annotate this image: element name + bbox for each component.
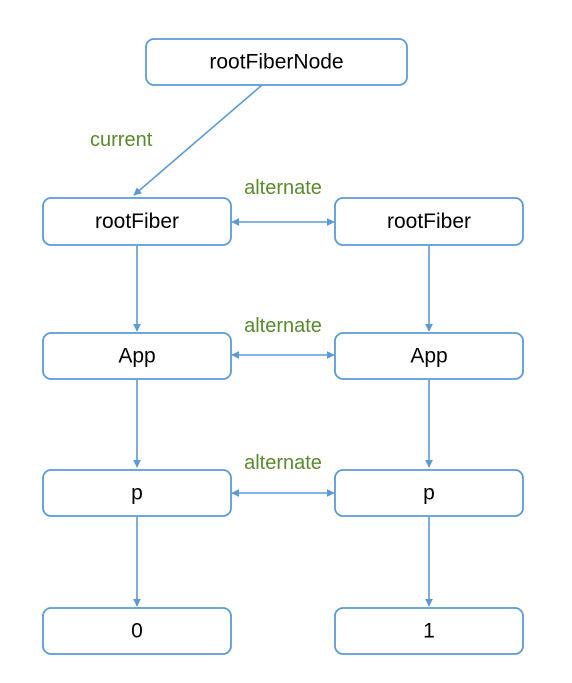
right-p-node: p (334, 469, 524, 517)
root-fiber-node: rootFiberNode (145, 38, 408, 86)
left-app-label: App (118, 345, 155, 368)
alternate-label-p: alternate (244, 452, 322, 474)
alternate-label-app: alternate (244, 315, 322, 337)
left-root-fiber-node: rootFiber (42, 197, 232, 246)
left-p-label: p (131, 482, 143, 505)
alternate-label-fiber: alternate (244, 177, 322, 199)
right-app-label: App (410, 345, 447, 368)
left-app-node: App (42, 332, 232, 380)
left-root-fiber-label: rootFiber (95, 210, 179, 233)
current-label: current (90, 129, 153, 151)
left-text-label: 0 (131, 620, 143, 643)
current-arrow (133, 84, 263, 196)
right-p-label: p (423, 482, 435, 505)
right-root-fiber-node: rootFiber (334, 197, 524, 246)
left-text-node: 0 (42, 607, 232, 655)
right-root-fiber-label: rootFiber (387, 210, 471, 233)
left-p-node: p (42, 469, 232, 517)
right-text-node: 1 (334, 607, 524, 655)
right-text-label: 1 (423, 620, 435, 643)
right-app-node: App (334, 332, 524, 380)
root-fiber-node-label: rootFiberNode (209, 51, 343, 74)
